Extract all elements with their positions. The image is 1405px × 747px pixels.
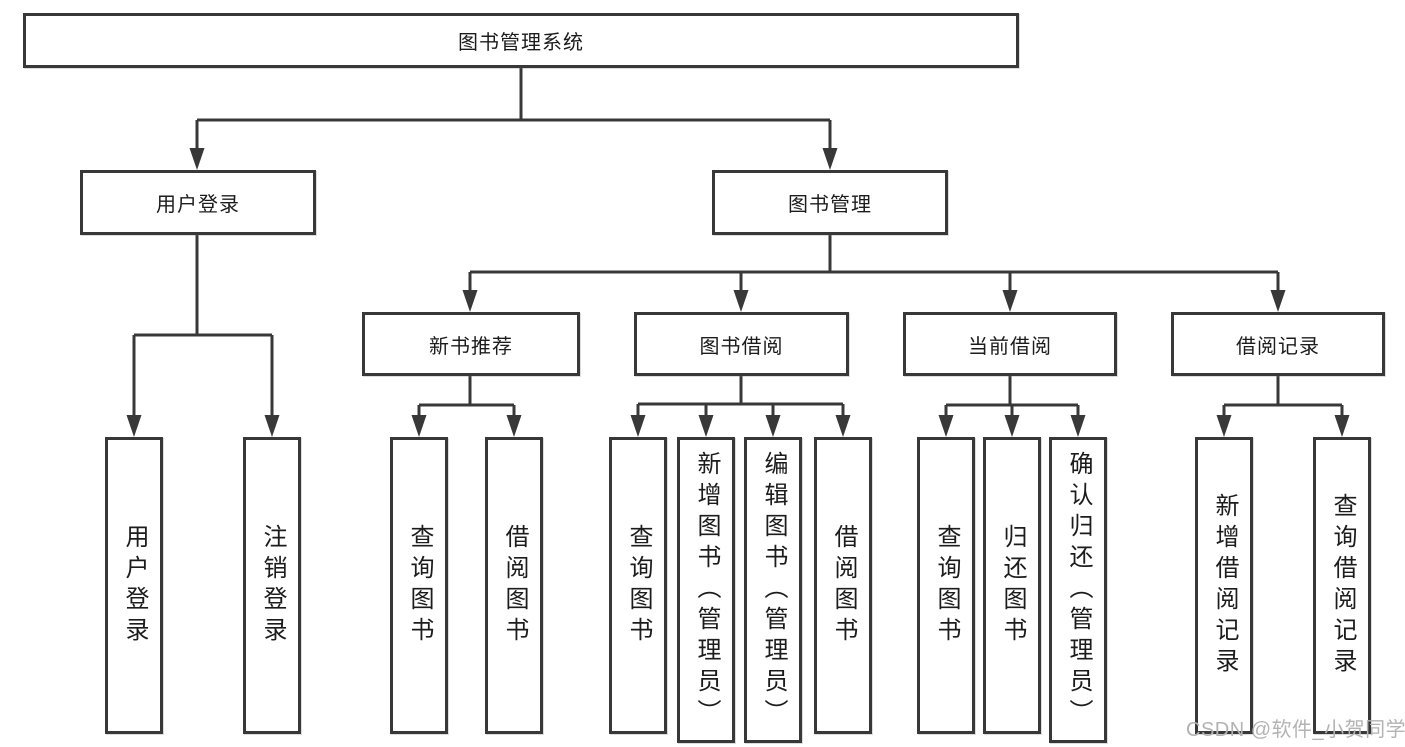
leaf-current-confirm-return-admin: 确认归还（管理员） xyxy=(1049,437,1107,743)
leaf-user-login: 用户登录 xyxy=(105,437,163,734)
leaf-borrow-add-book-admin: 新增图书（管理员） xyxy=(677,437,735,743)
connector-paths xyxy=(132,68,1344,419)
leaf-recommend-borrow-book: 借阅图书 xyxy=(485,437,543,734)
node-user-login-branch: 用户登录 xyxy=(80,170,316,235)
leaf-recommend-query-book: 查询图书 xyxy=(390,437,448,734)
node-new-book-recommend: 新书推荐 xyxy=(362,312,580,376)
node-current-borrow: 当前借阅 xyxy=(903,312,1117,376)
node-root-system: 图书管理系统 xyxy=(23,13,1019,68)
csdn-watermark: CSDN @软件_小贺同学 xyxy=(1186,719,1405,741)
leaf-borrow-borrow-book: 借阅图书 xyxy=(814,437,872,734)
leaf-current-query-book: 查询图书 xyxy=(917,437,975,734)
leaf-current-return-book: 归还图书 xyxy=(983,437,1041,734)
node-book-management-branch: 图书管理 xyxy=(712,170,948,235)
leaf-borrow-query-book: 查询图书 xyxy=(609,437,667,734)
leaf-records-add-record: 新增借阅记录 xyxy=(1195,437,1253,734)
node-book-borrow: 图书借阅 xyxy=(634,312,849,376)
leaf-user-logout: 注销登录 xyxy=(243,437,301,734)
arrowheads xyxy=(126,148,1350,437)
node-borrow-records: 借阅记录 xyxy=(1171,312,1385,376)
leaf-borrow-edit-book-admin: 编辑图书（管理员） xyxy=(744,437,802,743)
leaf-records-query-record: 查询借阅记录 xyxy=(1313,437,1371,734)
